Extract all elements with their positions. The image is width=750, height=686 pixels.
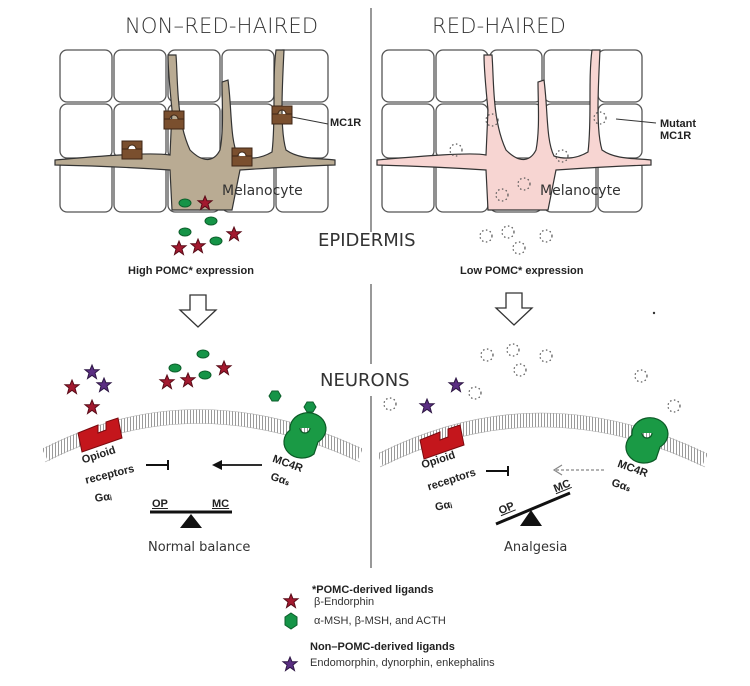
normal-balance-label: Normal balance (148, 540, 251, 555)
left-opioid-receptor (77, 417, 123, 453)
mc1r-label: MC1R (330, 117, 362, 129)
neurons-label: NEURONS (320, 370, 410, 391)
low-pomc-expression: Low POMC* expression (460, 265, 584, 277)
legend-msh-acth: α-MSH, β-MSH, and ACTH (314, 615, 446, 627)
right-mc4r-receptor (625, 417, 669, 464)
right-neuron-ligands (383, 343, 681, 413)
legend-beta-endorphin: β-Endorphin (314, 596, 375, 608)
left-seesaw-mc: MC (212, 498, 230, 510)
right-melanocyte (376, 49, 652, 211)
left-seesaw-op: OP (152, 498, 168, 510)
left-down-arrow (178, 294, 218, 328)
left-melanocyte-label: Melanocyte (222, 183, 303, 199)
header-non-red-haired: NON–RED-HAIRED (125, 14, 319, 38)
mutant-mc1r-label-line1: Mutant (660, 118, 697, 130)
high-pomc-expression: High POMC* expression (128, 265, 254, 277)
right-seesaw-fulcrum (520, 510, 542, 526)
right-epidermis-empty-ligands (479, 225, 553, 255)
left-epidermis-ligands (171, 216, 242, 255)
legend-green-hexagon-icon (284, 612, 298, 630)
epidermis-label: EPIDERMIS (318, 230, 416, 251)
left-seesaw-fulcrum (180, 514, 202, 528)
right-down-arrow (494, 292, 534, 326)
legend-pomc-title: *POMC-derived ligands (312, 584, 434, 596)
legend-non-pomc-ligands: Endomorphin, dynorphin, enkephalins (310, 657, 495, 669)
right-opioid-receptor (419, 424, 465, 460)
legend-purple-star-icon (282, 656, 298, 671)
left-opioid-label-line3: Gαᵢ (94, 490, 113, 505)
left-neuron-ligands (64, 349, 317, 414)
header-red-haired: RED-HAIRED (432, 14, 566, 38)
mutant-mc1r-label: Mutant MC1R (660, 118, 696, 142)
legend-red-star-icon (283, 593, 299, 608)
mutant-mc1r-label-line2: MC1R (660, 130, 692, 142)
analgesia-label: Analgesia (504, 540, 568, 555)
right-seesaw-beam (495, 491, 571, 526)
right-melanocyte-label: Melanocyte (540, 183, 621, 199)
legend-non-pomc-title: Non–POMC-derived ligands (310, 641, 455, 653)
left-mc4r-receptor (283, 412, 327, 459)
